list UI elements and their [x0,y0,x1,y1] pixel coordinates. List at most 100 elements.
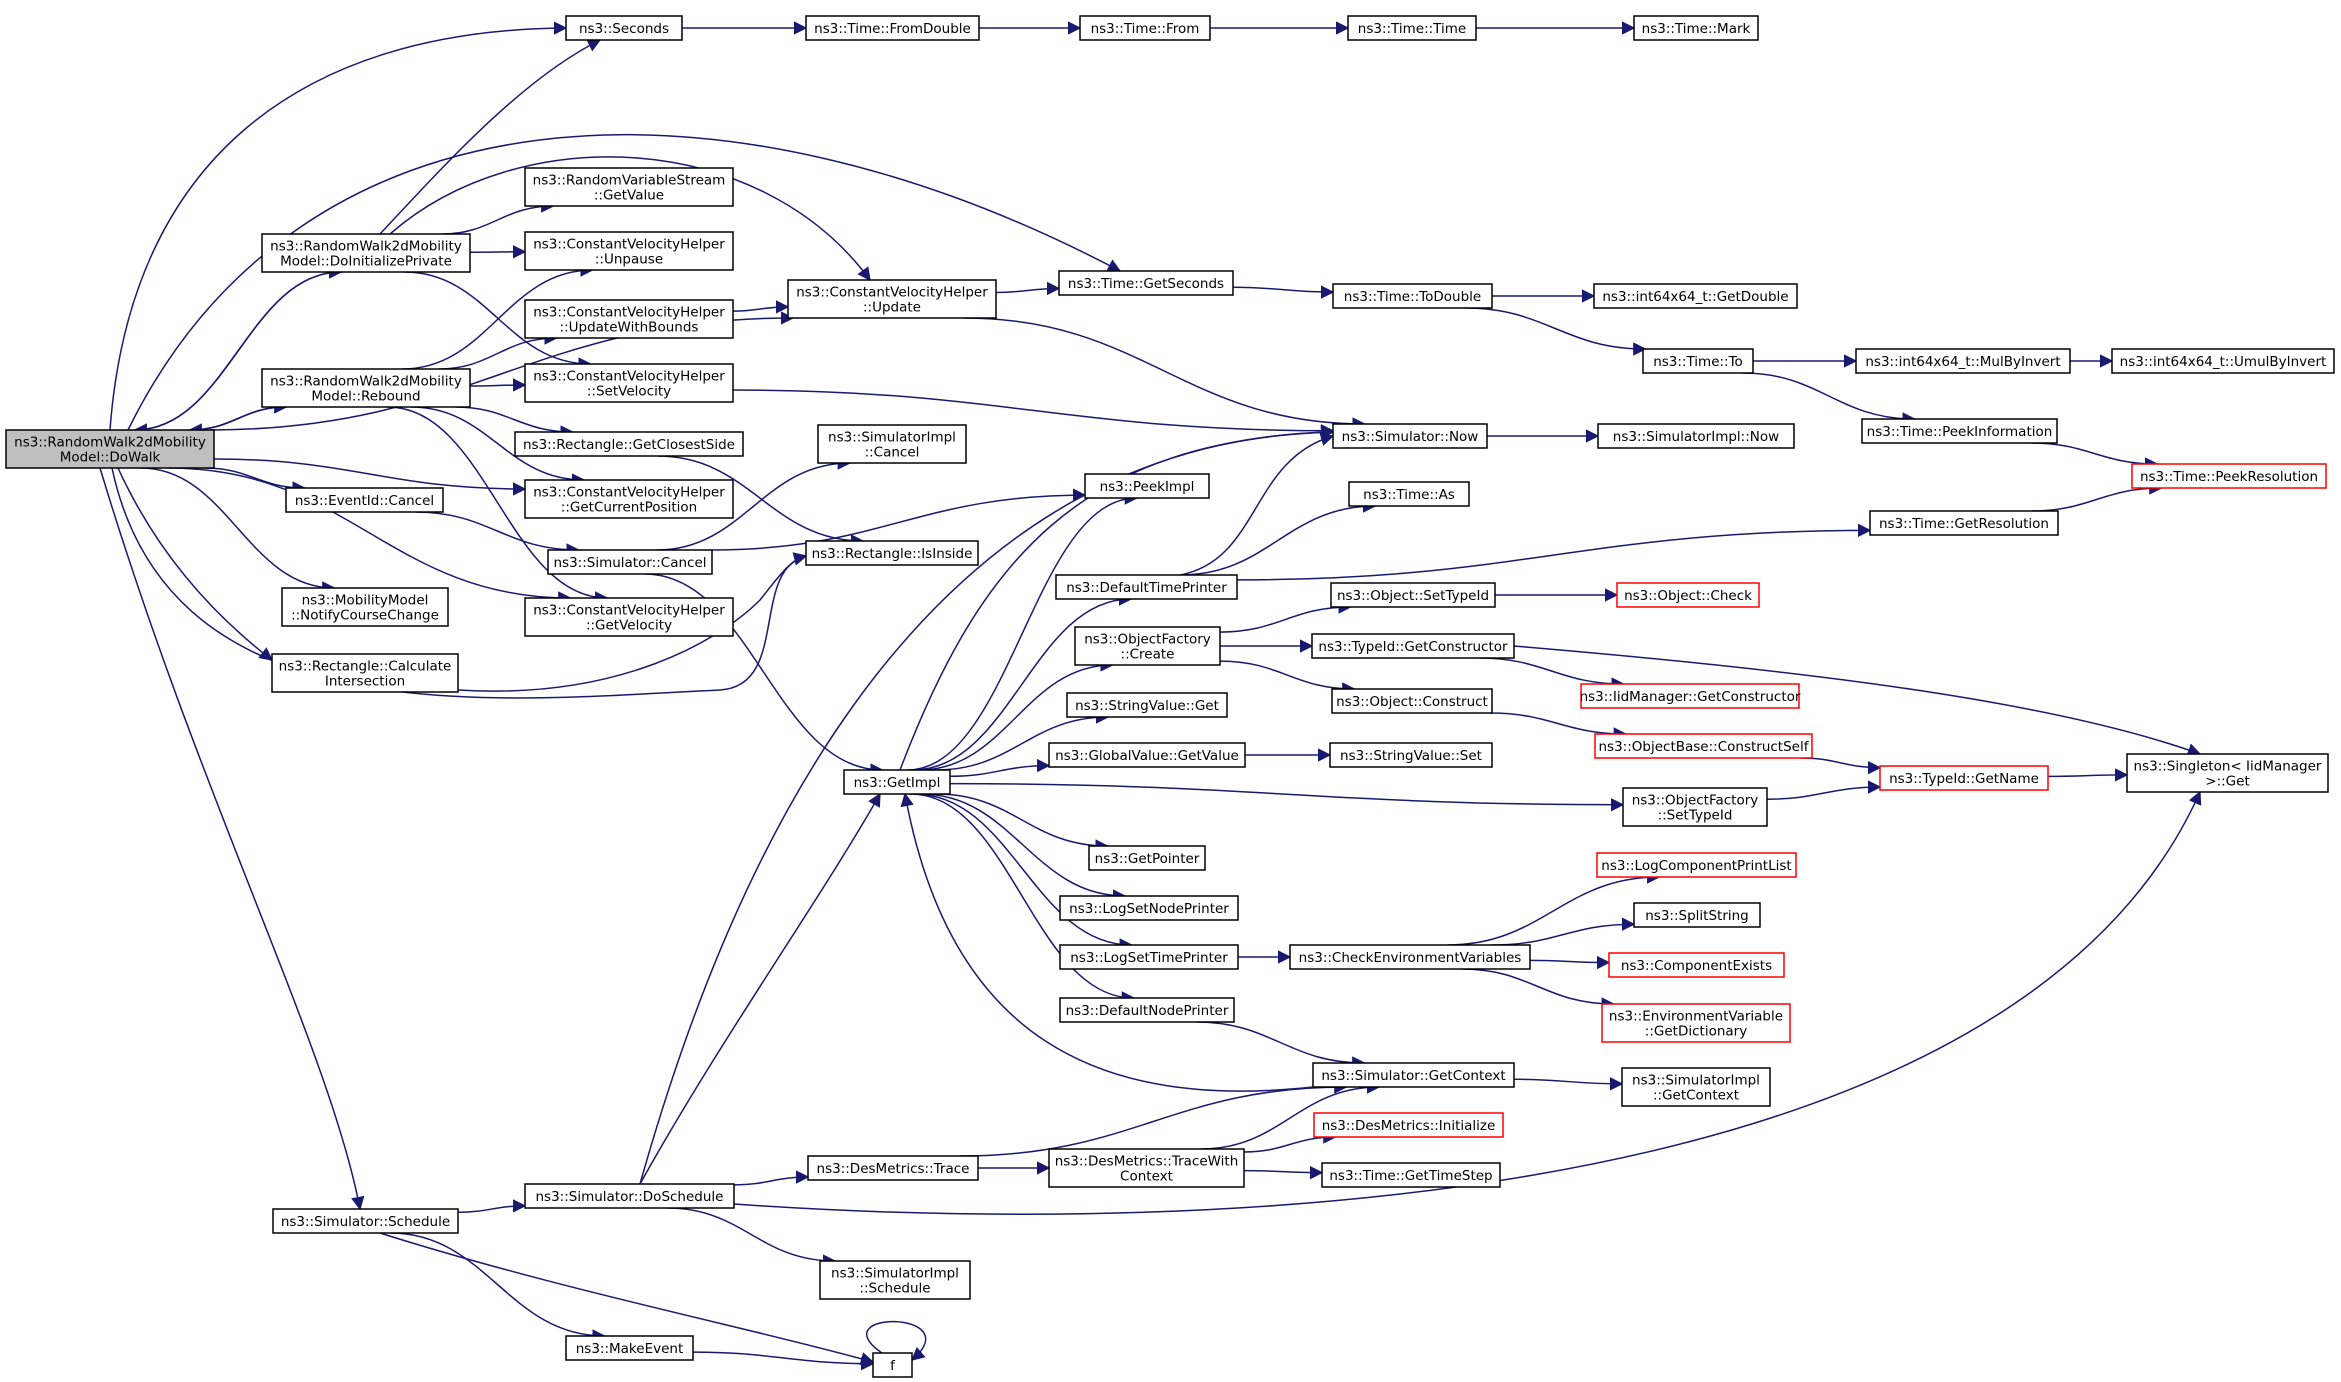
node-svset[interactable]: ns3::StringValue::Set [1329,742,1493,768]
node-box [2131,463,2327,489]
node-checkenv[interactable]: ns3::CheckEnvironmentVariables [1289,944,1531,970]
edge-ofcreate-to-objsettype [1219,600,1352,633]
node-label: ns3::Object::SetTypeId [1337,588,1489,604]
node-label: ns3::ConstantVelocityHelper [533,305,725,321]
node-schedule[interactable]: ns3::Simulator::Schedule [272,1208,459,1234]
node-timeas[interactable]: ns3::Time::As [1348,481,1470,507]
node-label: ns3::GetPointer [1095,851,1200,867]
node-label: ns3::Time::FromDouble [814,21,971,37]
node-makeevent[interactable]: ns3::MakeEvent [565,1335,694,1361]
node-ofcreate[interactable]: ns3::ObjectFactory::Create [1074,626,1221,666]
node-peekimpl[interactable]: ns3::PeekImpl [1084,473,1210,499]
node-getvel[interactable]: ns3::ConstantVelocityHelper::GetVelocity [524,597,734,637]
node-eventcancel[interactable]: ns3::EventId::Cancel [285,487,444,513]
node-rvsget[interactable]: ns3::RandomVariableStream::GetValue [524,167,734,207]
node-label: ns3::Time::GetSeconds [1068,276,1224,292]
node-singleton[interactable]: ns3::Singleton< IidManager >::Get [2126,753,2329,793]
node-box [1059,997,1235,1023]
node-isinside[interactable]: ns3::Rectangle::IsInside [805,540,979,566]
node-f[interactable]: f [872,1352,913,1378]
node-notify[interactable]: ns3::MobilityModel::NotifyCourseChange [281,587,449,627]
node-simimplnow[interactable]: ns3::SimulatorImpl::Now [1597,423,1795,449]
edge-timeto-to-peekinfo [1742,372,1917,426]
edge-objconstruct-to-obconstructself [1489,712,1628,741]
node-destrace[interactable]: ns3::DesMetrics::Trace [807,1155,979,1181]
node-simimplcancel[interactable]: ns3::SimulatorImpl::Cancel [817,424,967,464]
node-objsettype[interactable]: ns3::Object::SetTypeId [1330,582,1496,608]
node-getimpl[interactable]: ns3::GetImpl [843,769,951,795]
node-getcurpos[interactable]: ns3::ConstantVelocityHelper::GetCurrentP… [524,479,734,519]
node-mulbyinv[interactable]: ns3::int64x64_t::MulByInvert [1855,348,2071,374]
node-splitstring[interactable]: ns3::SplitString [1633,902,1761,928]
node-closest[interactable]: ns3::Rectangle::GetClosestSide [514,431,744,457]
node-label: ns3::Time::ToDouble [1344,289,1481,305]
node-box [1084,473,1210,499]
node-lognodeprinter[interactable]: ns3::LogSetNodePrinter [1059,895,1239,921]
node-label: ::SetTypeId [1658,808,1733,824]
node-deftimeprinter[interactable]: ns3::DefaultTimePrinter [1055,574,1238,600]
node-peekinfo[interactable]: ns3::Time::PeekInformation [1861,418,2058,444]
node-objcheck[interactable]: ns3::Object::Check [1616,582,1760,608]
node-label: >::Get [2205,774,2249,790]
node-box [1622,787,1768,827]
node-desinit[interactable]: ns3::DesMetrics::Initialize [1313,1112,1504,1138]
node-time[interactable]: ns3::Time::Time [1347,15,1477,41]
node-simimplsched[interactable]: ns3::SimulatorImpl::Schedule [819,1260,971,1300]
node-timeto[interactable]: ns3::Time::To [1642,348,1754,374]
node-umulbyinv[interactable]: ns3::int64x64_t::UmulByInvert [2111,348,2335,374]
node-logcompprint[interactable]: ns3::LogComponentPrintList [1596,852,1797,878]
node-ofsettype[interactable]: ns3::ObjectFactory::SetTypeId [1622,787,1768,827]
node-box [1329,742,1493,768]
node-doschedule[interactable]: ns3::Simulator::DoSchedule [524,1183,735,1209]
node-iidgetctor[interactable]: ns3::IidManager::GetConstructor [1580,683,1801,709]
node-getsec[interactable]: ns3::Time::GetSeconds [1058,270,1234,296]
node-unpause[interactable]: ns3::ConstantVelocityHelper::Unpause [524,231,734,271]
node-updbounds[interactable]: ns3::ConstantVelocityHelper::UpdateWithB… [524,299,734,339]
node-logtimeprinter[interactable]: ns3::LogSetTimePrinter [1059,944,1239,970]
node-label: ns3::ConstantVelocityHelper [533,369,725,385]
node-typegetctor[interactable]: ns3::TypeId::GetConstructor [1311,633,1515,659]
edge-checkenv-to-compexists [1529,955,1611,970]
node-simimplctx[interactable]: ns3::SimulatorImpl::GetContext [1621,1067,1771,1107]
node-label: ns3::RandomWalk2dMobility [270,374,462,390]
edge-getsec-to-todouble [1232,285,1335,299]
node-svget[interactable]: ns3::StringValue::Get [1066,692,1228,718]
node-label: ::NotifyCourseChange [291,608,439,624]
node-doinit[interactable]: ns3::RandomWalk2dMobilityModel::DoInitia… [261,233,471,273]
edge-rebound-to-dowalk [188,406,287,437]
node-label: ::GetCurrentPosition [561,500,697,516]
node-simgetctx[interactable]: ns3::Simulator::GetContext [1312,1062,1515,1088]
node-label: Context [1120,1169,1173,1185]
edge-simgetctx-to-getimpl [900,792,1314,1092]
node-label: ns3::Time::To [1653,354,1743,370]
edge-doinit-to-setvel [404,271,592,371]
node-from[interactable]: ns3::Time::From [1079,15,1211,41]
node-simnow[interactable]: ns3::Simulator::Now [1332,423,1488,449]
edge-typegetctor-to-iidgetctor [1479,657,1625,691]
node-simcancel[interactable]: ns3::Simulator::Cancel [547,549,713,575]
node-seconds[interactable]: ns3::Seconds [565,15,683,41]
node-cvupdate[interactable]: ns3::ConstantVelocityHelper::Update [787,279,997,319]
node-defnodeprinter[interactable]: ns3::DefaultNodePrinter [1059,997,1235,1023]
node-typegetname[interactable]: ns3::TypeId::GetName [1879,765,2049,791]
node-compexists[interactable]: ns3::ComponentExists [1608,952,1785,978]
node-label: ns3::ConstantVelocityHelper [533,237,725,253]
node-peekres[interactable]: ns3::Time::PeekResolution [2131,463,2327,489]
node-i64getdouble[interactable]: ns3::int64x64_t::GetDouble [1593,283,1798,309]
node-envdict[interactable]: ns3::EnvironmentVariable::GetDictionary [1601,1003,1791,1043]
node-todouble[interactable]: ns3::Time::ToDouble [1332,283,1493,309]
node-mark[interactable]: ns3::Time::Mark [1633,15,1759,41]
node-objconstruct[interactable]: ns3::Object::Construct [1331,688,1493,714]
node-gettimestep[interactable]: ns3::Time::GetTimeStep [1321,1162,1501,1188]
node-fromdouble[interactable]: ns3::Time::FromDouble [805,15,980,41]
node-box [1088,845,1206,871]
node-setvel[interactable]: ns3::ConstantVelocityHelper::SetVelocity [524,363,734,403]
node-getres[interactable]: ns3::Time::GetResolution [1869,510,2059,536]
node-gvgetvalue[interactable]: ns3::GlobalValue::GetValue [1048,742,1246,768]
node-obconstructself[interactable]: ns3::ObjectBase::ConstructSelf [1594,733,1813,759]
node-getpointer[interactable]: ns3::GetPointer [1088,845,1206,871]
